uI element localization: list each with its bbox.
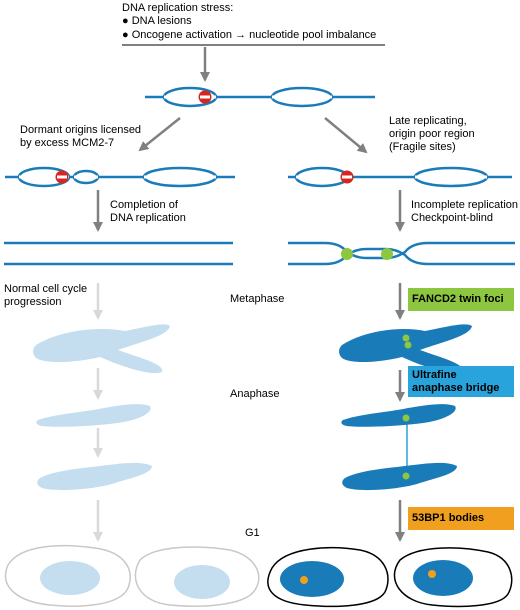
completion-label: Completion of	[110, 199, 178, 211]
incomplete-replication-label: Incomplete replication	[411, 199, 519, 211]
53bp1-body	[300, 576, 308, 584]
g1-cell-53bp1	[393, 547, 513, 608]
right-late-replicating-dna	[288, 166, 512, 188]
late-replicating-label: Late replicating,	[389, 115, 467, 127]
stalled-fork-icon	[198, 90, 212, 104]
normal-progression-label-2: progression	[4, 296, 62, 308]
anaphase-chromatid-fragile-upper	[341, 404, 456, 427]
metaphase-chromosome-normal	[33, 324, 170, 374]
metaphase-chromosome-fragile	[339, 324, 472, 374]
fancd2-focus	[381, 248, 393, 260]
top-replication-bubble	[145, 86, 375, 108]
late-replicating-label-3: (Fragile sites)	[389, 141, 456, 153]
g1-cell-normal	[134, 546, 260, 607]
ufb-badge: Ultrafine anaphase bridge	[408, 366, 514, 397]
anaphase-chromatid-normal-upper	[36, 404, 151, 427]
completion-label-2: DNA replication	[110, 212, 186, 224]
anaphase-chromatid-normal-lower	[37, 462, 152, 491]
stage-g1: G1	[245, 527, 260, 539]
left-dormant-origins-dna	[5, 166, 235, 188]
stage-anaphase: Anaphase	[230, 388, 280, 400]
ufb-badge-line2: anaphase bridge	[412, 382, 500, 394]
g1-cell-normal	[4, 544, 131, 607]
header-title: DNA replication stress:	[122, 2, 234, 14]
arrow-to-late	[324, 117, 368, 154]
fancd2-focus	[402, 334, 410, 342]
incomplete-dna-strands	[288, 241, 515, 266]
fancd2-focus	[341, 248, 353, 260]
arrow-to-dormant	[138, 117, 181, 152]
fancd2-focus	[402, 414, 410, 422]
53bp1-badge: 53BP1 bodies	[408, 507, 514, 530]
g1-cell-53bp1	[267, 546, 389, 608]
fancd2-focus	[404, 341, 412, 349]
stage-metaphase: Metaphase	[230, 293, 285, 305]
header-bullet-oncogene: ● Oncogene activation → nucleotide pool …	[122, 29, 377, 41]
header-bullet-lesions: ● DNA lesions	[122, 15, 192, 27]
53bp1-body	[428, 570, 436, 578]
stalled-fork-icon	[340, 170, 354, 184]
fancd2-badge: FANCD2 twin foci	[408, 288, 514, 311]
dormant-origins-label-2: by excess MCM2-7	[20, 137, 115, 149]
late-replicating-label-2: origin poor region	[389, 128, 475, 140]
dormant-origins-label: Dormant origins licensed	[20, 124, 142, 136]
anaphase-chromatid-fragile-lower	[342, 462, 457, 491]
anaphase-bridge-group	[341, 404, 457, 491]
incomplete-replication-label-2: Checkpoint-blind	[411, 212, 493, 224]
fancd2-focus	[402, 472, 410, 480]
normal-progression-label: Normal cell cycle	[4, 283, 88, 295]
completed-dna-strands	[4, 241, 233, 266]
stalled-fork-icon	[55, 170, 69, 184]
ufb-badge-line1: Ultrafine	[412, 369, 457, 381]
